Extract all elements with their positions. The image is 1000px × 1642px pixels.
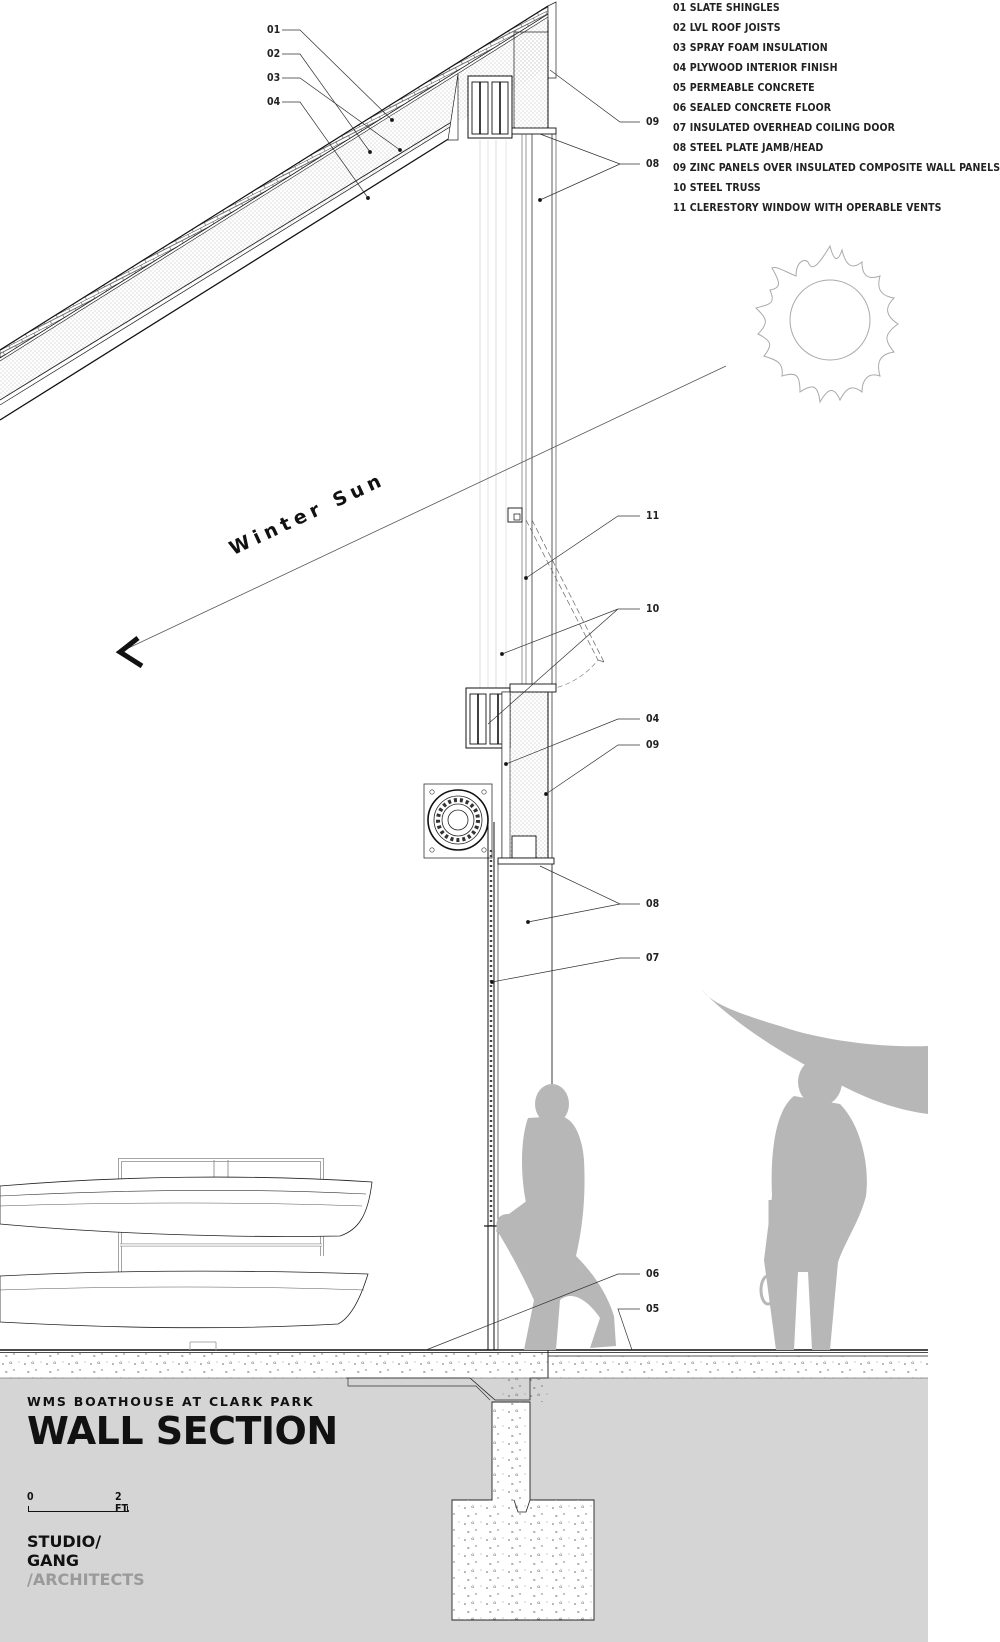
- callout-roof-03: 03: [267, 72, 281, 84]
- callout-roof-04: 04: [267, 96, 281, 108]
- callout-wall-10: 10: [646, 603, 660, 615]
- callout-wall-09: 09: [646, 739, 660, 751]
- scale-end-label: 2 FT.: [115, 1491, 130, 1515]
- callout-wall-07: 07: [646, 952, 660, 964]
- callout-wall-11: 11: [646, 510, 660, 522]
- legend-item: 05 PERMEABLE CONCRETE: [673, 82, 815, 94]
- title-block: WMS BOATHOUSE AT CLARK PARK WALL SECTION: [27, 1394, 338, 1451]
- scale-bar: 0 2 FT.: [27, 1491, 137, 1515]
- kayak-rack: [0, 1158, 373, 1350]
- legend-item: 04 PLYWOOD INTERIOR FINISH: [673, 62, 838, 74]
- legend-item: 11 CLERESTORY WINDOW WITH OPERABLE VENTS: [673, 202, 942, 214]
- roof-assembly: [0, 1, 557, 421]
- scale-start-label: 0: [27, 1491, 34, 1503]
- callout-wall-04: 04: [646, 713, 660, 725]
- legend-item: 09 ZINC PANELS OVER INSULATED COMPOSITE …: [673, 162, 1000, 174]
- person-opening-door-silhouette: [496, 1084, 616, 1350]
- legend-item: 01 SLATE SHINGLES: [673, 2, 780, 14]
- material-legend: 01 SLATE SHINGLES 02 LVL ROOF JOISTS 03 …: [673, 0, 1000, 218]
- sun-icon: [755, 244, 899, 404]
- winter-sun-ray: [115, 365, 727, 669]
- drawing-title: WALL SECTION: [27, 1409, 338, 1453]
- callout-roof-02: 02: [267, 48, 281, 60]
- legend-item: 08 STEEL PLATE JAMB/HEAD: [673, 142, 824, 154]
- earth-and-foundation: [0, 1349, 928, 1642]
- callout-roof-01: 01: [267, 24, 281, 36]
- scale-bar-line: [28, 1506, 128, 1512]
- callout-wall-09-top: 09: [646, 116, 660, 128]
- legend-item: 07 INSULATED OVERHEAD COILING DOOR: [673, 122, 895, 134]
- firm-logo: STUDIO/ GANG /ARCHITECTS: [27, 1532, 145, 1589]
- callout-floor-06: 06: [646, 1268, 660, 1280]
- legend-item: 10 STEEL TRUSS: [673, 182, 761, 194]
- callout-wall-08-bottom: 08: [646, 898, 660, 910]
- callout-wall-08-top: 08: [646, 158, 660, 170]
- wall-section-drawing: [0, 1, 928, 1642]
- firm-line-1: STUDIO/: [27, 1532, 102, 1551]
- firm-line-2: GANG: [27, 1551, 80, 1570]
- legend-item: 03 SPRAY FOAM INSULATION: [673, 42, 828, 54]
- callout-floor-05: 05: [646, 1303, 660, 1315]
- legend-item: 06 SEALED CONCRETE FLOOR: [673, 102, 832, 114]
- callout-leaders: [282, 29, 640, 1351]
- firm-line-3: /ARCHITECTS: [27, 1570, 145, 1589]
- legend-item: 02 LVL ROOF JOISTS: [673, 22, 781, 34]
- project-subtitle: WMS BOATHOUSE AT CLARK PARK: [27, 1394, 315, 1409]
- person-carrying-kayak-silhouette: [702, 990, 928, 1350]
